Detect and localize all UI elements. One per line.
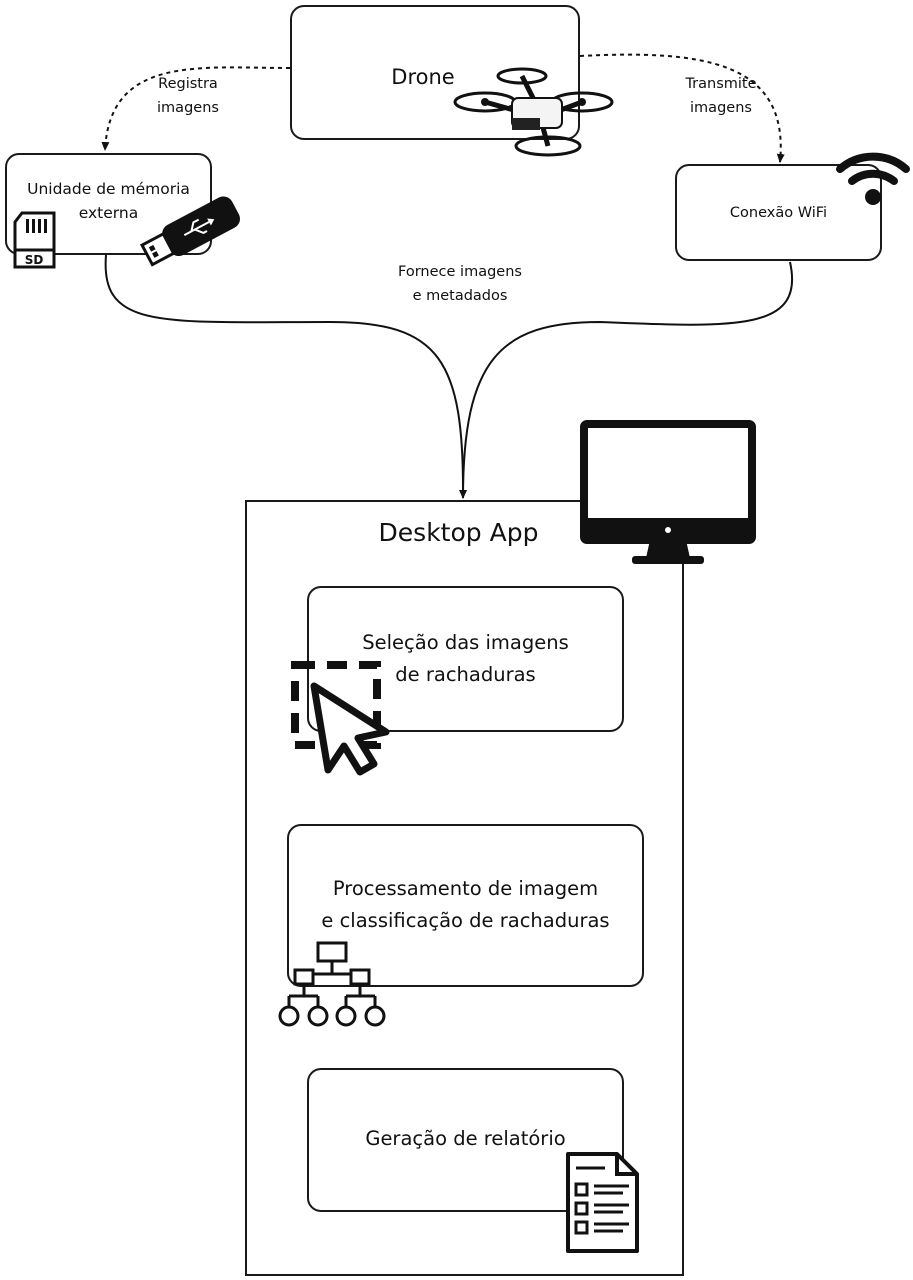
network-tree-icon [278,941,386,1027]
edge-wifi-desktop [462,261,793,499]
selection-label-line2: de rachaduras [395,663,536,686]
wifi-node: Conexão WiFi [675,164,882,261]
wifi-label: Conexão WiFi [729,205,828,221]
drone-label: Drone [391,65,455,89]
memory-label-line2: externa [78,204,139,222]
usb-drive-icon [140,196,240,267]
edge-label-fornece-line2: e metadados [412,288,508,304]
report-label: Geração de relatório [365,1127,566,1150]
selection-label-line1: Seleção das imagens [362,631,569,654]
sd-card-icon: SD [13,211,56,269]
report-node: Geração de relatório [307,1068,624,1212]
edge-label-fornece-line1: Fornece imagens [398,264,522,280]
edge-memory-desktop [104,254,468,499]
selection-cursor-icon [291,661,390,776]
selection-node: Seleção das imagens de rachaduras [307,586,624,732]
drone-node: Drone [290,5,580,140]
monitor-icon [580,420,756,564]
edge-label-transmite-line1: Transmite [685,76,757,92]
desktop-app-title: Desktop App [378,518,539,547]
edge-label-transmite-line2: imagens [690,100,752,116]
processing-label-line1: Processamento de imagem [332,877,599,900]
svg-text:SD: SD [25,253,44,267]
memory-label-line1: Unidade de mémoria [27,180,190,198]
edge-drone-memory [101,66,291,151]
processing-label-line2: e classificação de rachaduras [321,909,610,932]
wifi-icon [836,152,910,205]
edge-label-registra-line2: imagens [157,100,219,116]
document-checklist-icon [566,1152,639,1253]
drone-icon [453,67,614,157]
edge-label-registra-line1: Registra [158,76,218,92]
